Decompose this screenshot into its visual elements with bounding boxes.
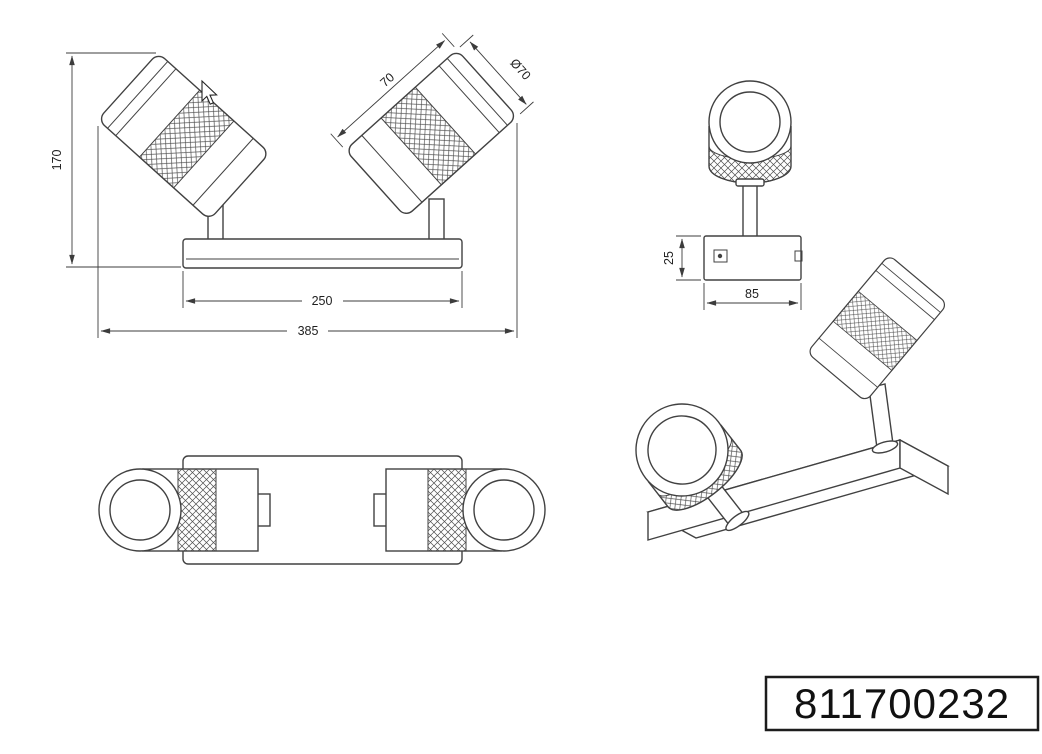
front-view: [97, 49, 518, 269]
persp-front-stem-flange: [725, 510, 750, 532]
mounting-bar: [182, 238, 463, 269]
persp-upper-head: [806, 254, 949, 403]
cursor-icon: [201, 79, 218, 105]
side-head-opening: [719, 91, 781, 153]
top-left-opening: [109, 479, 171, 541]
top-right-opening: [473, 479, 535, 541]
top-view: [98, 455, 546, 565]
dim-total-width: 385: [97, 123, 518, 338]
right-spot-stem: [428, 198, 445, 243]
side-base-screw: [717, 253, 723, 259]
dim-label-base-width: 85: [745, 287, 759, 301]
dim-label-height: 170: [50, 150, 64, 171]
spot-head-right: [344, 49, 518, 218]
side-view: [703, 80, 803, 281]
top-left-hatch-band: [177, 468, 217, 552]
dim-label-head-diameter: Ø70: [507, 56, 533, 83]
persp-front-opening: [647, 415, 717, 485]
dim-label-bar-width: 250: [312, 294, 333, 308]
part-number: 811700232: [794, 680, 1010, 727]
side-base-clip: [794, 250, 803, 262]
dim-base-width: 85: [703, 283, 802, 310]
top-right-hatch-band: [427, 468, 467, 552]
side-stem-collar: [735, 178, 765, 187]
persp-base-end: [899, 438, 949, 496]
spot-head-left: [97, 52, 271, 221]
part-number-box: 811700232: [764, 675, 1040, 732]
part-number-frame: [764, 675, 1040, 732]
side-base-bracket: [713, 249, 728, 263]
side-base: [703, 235, 802, 281]
persp-upper-stem-flange: [871, 440, 899, 454]
persp-front-head: [635, 403, 750, 532]
dim-bar-width: 250: [182, 271, 463, 308]
dim-label-base-height: 25: [662, 251, 676, 265]
side-stem: [742, 183, 758, 239]
dim-base-height: 25: [662, 235, 701, 281]
dim-label-head-length: 70: [377, 70, 397, 90]
dim-label-total-width: 385: [298, 324, 319, 338]
perspective-view: [635, 254, 950, 541]
dim-height: 170: [50, 52, 181, 268]
